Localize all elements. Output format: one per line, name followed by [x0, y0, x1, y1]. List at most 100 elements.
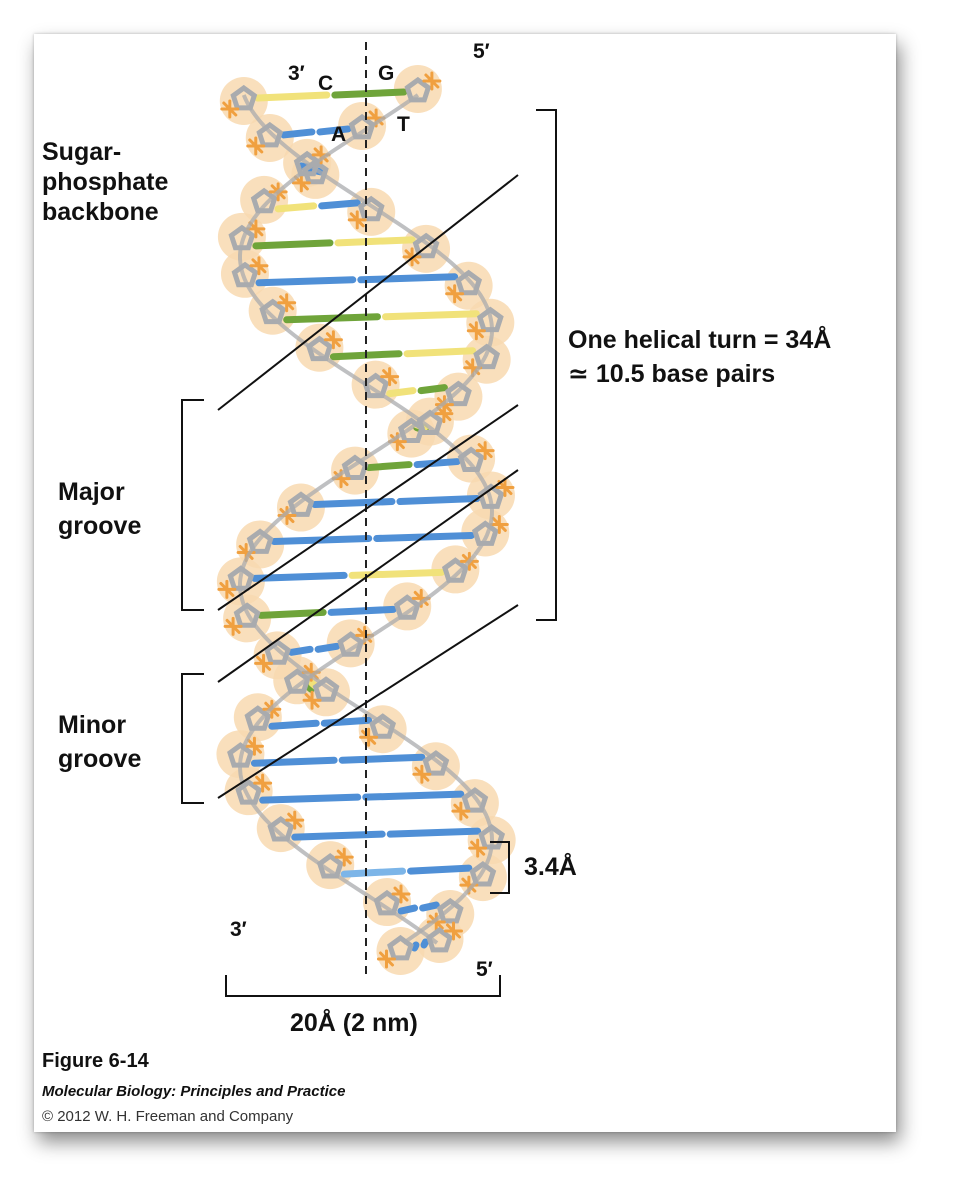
base-left — [280, 128, 316, 139]
helical-turn-bracket — [536, 109, 557, 621]
phosphate-group — [223, 616, 243, 636]
sugar-ring-left — [369, 713, 397, 739]
phosphate-glow-right — [256, 804, 305, 853]
sugar-ring-left — [445, 380, 472, 407]
sugar-ring-left — [233, 602, 261, 628]
backbone-label: Sugar- phosphate backbone — [42, 137, 168, 227]
base-left — [340, 867, 407, 878]
phosphate-group — [391, 884, 411, 904]
base-right — [381, 310, 480, 321]
sugar-ring-right — [471, 520, 499, 546]
sugar-ring-left — [422, 750, 450, 776]
phosphate-glow-right — [224, 767, 273, 816]
base-right — [318, 199, 361, 210]
base-left — [283, 313, 381, 324]
phosphate-group — [380, 367, 400, 387]
sugar-ring-left — [312, 676, 340, 702]
sugar-ring-left — [469, 861, 497, 887]
phosphate-group — [253, 773, 273, 793]
base-right — [357, 273, 459, 284]
phosphate-group — [220, 99, 240, 119]
strand-end-top-left: 3′ — [288, 62, 305, 85]
sugar-ring-left — [387, 934, 414, 961]
phosphate-group — [246, 136, 266, 156]
base-left — [288, 645, 314, 656]
base-right — [348, 568, 445, 579]
base-right — [316, 125, 352, 136]
phosphate-group — [445, 284, 465, 304]
base-right — [338, 753, 426, 764]
sugar-ring-left — [256, 121, 284, 148]
phosphate-group — [334, 847, 354, 867]
helical-turn-label: One helical turn = 34Å ≃ 10.5 base pairs — [568, 323, 831, 391]
width-label: 20Å (2 nm) — [290, 1009, 418, 1037]
base-right — [327, 605, 397, 616]
phosphate-group — [434, 404, 454, 424]
phosphate-group — [244, 736, 264, 756]
sugar-ring-right — [337, 631, 365, 657]
phosphate-group — [475, 441, 495, 461]
backbone-label-line3: backbone — [42, 198, 159, 226]
helical-turn-label-line1: One helical turn = 34Å — [568, 326, 832, 354]
phosphate-group — [422, 71, 442, 91]
phosphate-group — [302, 690, 322, 710]
base-right — [331, 88, 408, 99]
base-left — [311, 498, 396, 509]
phosphate-group — [468, 838, 488, 858]
major-groove-bracket — [181, 399, 204, 611]
sugar-ring-right — [393, 594, 421, 620]
sugar-ring-left — [341, 454, 369, 480]
sugar-ring-right — [373, 889, 401, 916]
base-left — [268, 719, 320, 730]
sugar-ring-left — [473, 343, 501, 370]
base-right — [417, 384, 448, 395]
base-right — [320, 716, 373, 727]
phosphate-group — [443, 921, 463, 941]
sugar-ring-left — [436, 897, 464, 924]
backbone-strand-left — [238, 94, 495, 945]
minor-groove-label-line2: groove — [58, 745, 142, 773]
sugar-ring-right — [348, 113, 376, 140]
strand-end-bottom-right: 5′ — [476, 958, 493, 981]
sugar-ring-right — [235, 779, 263, 805]
base-left — [274, 202, 318, 213]
base-right — [413, 458, 461, 469]
base-left — [365, 461, 413, 472]
sugar-ring-left — [461, 787, 489, 813]
backbone-label-line2: phosphate — [42, 168, 169, 196]
phosphate-group — [285, 810, 305, 830]
base-left — [252, 239, 334, 250]
groove-line-4 — [217, 604, 519, 799]
groove-line-1 — [217, 174, 519, 411]
base-left — [250, 756, 338, 767]
sugar-ring-right — [293, 150, 321, 177]
sugar-ring-left — [264, 639, 291, 665]
phosphate-group — [217, 579, 237, 599]
base-left — [254, 91, 331, 102]
sugar-ring-left — [455, 269, 483, 296]
groove-line-2 — [217, 404, 519, 611]
sugar-ring-left — [287, 491, 315, 517]
base-letter-t: T — [397, 113, 410, 136]
base-left — [291, 830, 386, 841]
backbone-label-line1: Sugar- — [42, 138, 122, 166]
base-pair-group — [250, 88, 482, 952]
phosphate-group — [466, 321, 486, 341]
phosphate-group — [249, 256, 269, 276]
base-right — [334, 236, 416, 247]
base-left — [259, 793, 362, 804]
phosphate-group — [347, 210, 367, 230]
minor-groove-label: Minor groove — [58, 708, 141, 776]
phosphate-group — [495, 478, 515, 498]
sugar-ring-right — [316, 853, 344, 879]
phosphate-group — [376, 949, 396, 969]
base-right — [403, 347, 477, 358]
copyright-notice: © 2012 W. H. Freeman and Company — [42, 1108, 294, 1125]
phosphate-group — [277, 293, 297, 313]
base-letter-c: C — [318, 72, 334, 95]
base-right — [386, 827, 482, 838]
book-title: Molecular Biology: Principles and Practi… — [42, 1083, 346, 1100]
sugar-ring-right — [231, 261, 259, 288]
minor-groove-bracket — [181, 673, 204, 804]
